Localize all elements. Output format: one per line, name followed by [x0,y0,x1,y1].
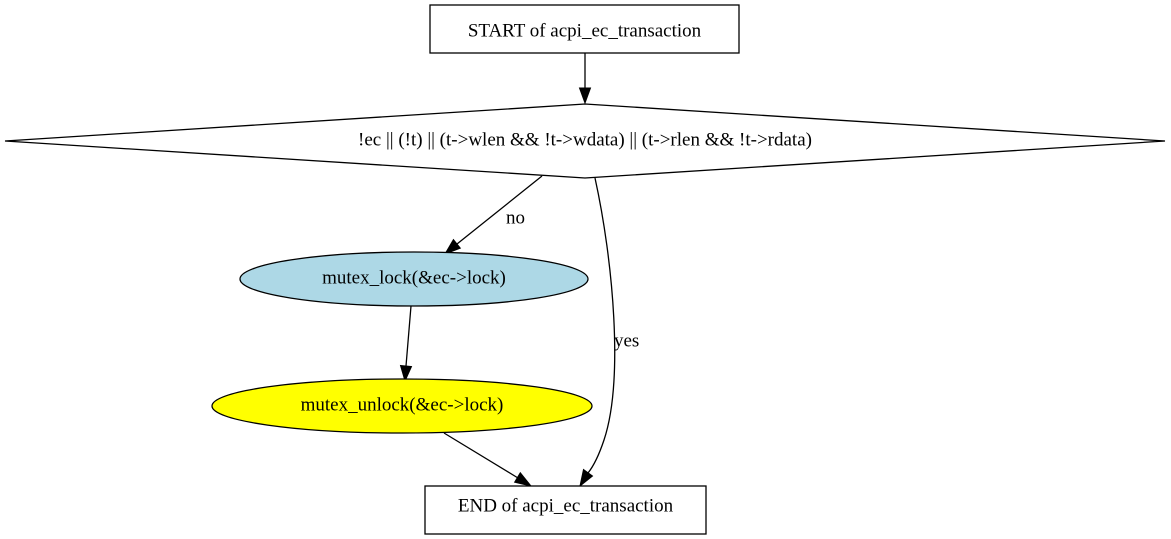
unlock-ellipse [211,378,593,434]
edge-condition-to-end: yes [579,177,639,488]
end-node: END of acpi_ec_transaction [424,485,707,535]
arrowhead [579,468,594,488]
condition-diamond [4,103,1166,179]
unlock-label: mutex_unlock(&ec->lock) [301,394,504,415]
lock-node: mutex_lock(&ec->lock) [239,251,589,307]
condition-node: !ec || (!t) || (t->wlen && !t->wdata) ||… [4,103,1166,179]
edge-lock-to-unlock [399,305,413,383]
start-node: START of acpi_ec_transaction [429,4,740,54]
edge-unlock-to-end [443,432,533,487]
edge-label-yes: yes [614,330,639,351]
arrowhead [513,471,533,487]
end-node-label: END of acpi_ec_transaction [458,495,674,516]
unlock-node: mutex_unlock(&ec->lock) [211,378,593,434]
arrowhead [578,87,592,105]
start-node-label: START of acpi_ec_transaction [468,20,702,41]
condition-label: !ec || (!t) || (t->wlen && !t->wdata) ||… [358,129,812,150]
edge-start-to-condition [578,53,592,105]
start-node-box [429,4,740,54]
lock-label: mutex_lock(&ec->lock) [322,267,506,288]
arrowhead [443,238,462,255]
lock-ellipse [239,251,589,307]
edge-condition-to-lock: no [443,175,543,255]
arrowhead [399,364,413,383]
edge-label-no: no [506,207,525,228]
end-node-box [424,485,707,535]
